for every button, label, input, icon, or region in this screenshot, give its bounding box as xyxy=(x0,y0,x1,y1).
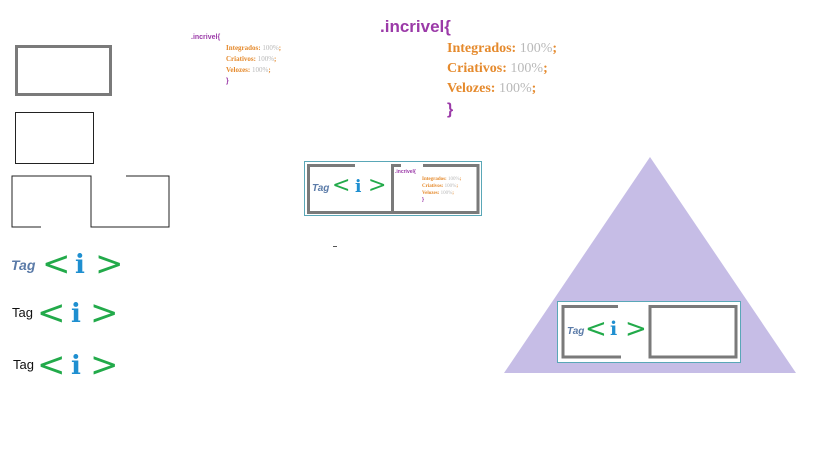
left-bracket-icon: < xyxy=(332,173,351,198)
i-letter-icon: i xyxy=(75,250,85,280)
code-close-brace: } xyxy=(447,101,454,118)
tag-word: Tag xyxy=(312,183,330,194)
double-box-shape xyxy=(11,175,170,228)
code-close-brace: } xyxy=(422,197,424,203)
tag-logo-black: Tag < i > xyxy=(12,293,132,333)
code-snippet-small: .incrivel{ Integrados: 100%; Criativos: … xyxy=(191,32,281,87)
gray-frame-right xyxy=(391,164,480,214)
i-letter-icon: i xyxy=(610,318,618,340)
stray-mark xyxy=(333,246,337,247)
code-line: Criativos: 100%; xyxy=(226,55,277,63)
code-line: Integrados: 100%; xyxy=(226,44,282,52)
tag-word: Tag xyxy=(13,357,34,372)
left-bracket-icon: < xyxy=(37,293,66,333)
gray-frame-left xyxy=(307,164,393,214)
code-line: Velozes: 100%; xyxy=(422,191,454,196)
right-bracket-icon: > xyxy=(95,244,124,284)
mini-code: .incrivel{ Integrados: 100%; Criativos: … xyxy=(395,169,461,204)
code-line: Criativos: 100%; xyxy=(447,61,548,76)
banner-composite: Tag < i > .incrivel{ Integrados: 100%; C… xyxy=(304,161,482,216)
left-bracket-icon: < xyxy=(42,244,71,284)
left-bracket-icon: < xyxy=(585,314,607,344)
tag-word: Tag xyxy=(567,326,585,337)
right-bracket-icon: > xyxy=(90,345,119,385)
i-letter-icon: i xyxy=(71,299,81,329)
code-selector: .incrivel{ xyxy=(191,34,221,41)
i-letter-icon: i xyxy=(355,177,362,197)
banner-in-triangle: Tag < i > xyxy=(557,301,741,363)
right-bracket-icon: > xyxy=(90,293,119,333)
left-bracket-icon: < xyxy=(37,345,66,385)
rectangle-gray-outline xyxy=(15,45,112,96)
code-close-brace: } xyxy=(226,78,229,85)
right-bracket-icon: > xyxy=(625,314,647,344)
code-line: Velozes: 100%; xyxy=(447,81,537,96)
tag-word: Tag xyxy=(11,257,36,273)
code-selector: .incrivel{ xyxy=(380,17,451,36)
tag-word: Tag xyxy=(12,305,33,320)
tag-logo-black-2: Tag < i > xyxy=(12,345,132,385)
code-line: Integrados: 100%; xyxy=(422,177,462,182)
right-bracket-icon: > xyxy=(368,173,387,198)
code-line: Integrados: 100%; xyxy=(447,41,558,56)
code-line: Velozes: 100%; xyxy=(226,66,271,74)
code-selector: .incrivel{ xyxy=(395,169,416,175)
gray-frames xyxy=(561,305,738,359)
tag-logo-blue: Tag < i > xyxy=(11,244,131,284)
code-snippet-large: .incrivel{ Integrados: 100%; Criativos: … xyxy=(380,16,557,122)
code-line: Criativos: 100%; xyxy=(422,184,458,189)
rectangle-black-outline xyxy=(15,112,94,164)
i-letter-icon: i xyxy=(71,351,81,381)
